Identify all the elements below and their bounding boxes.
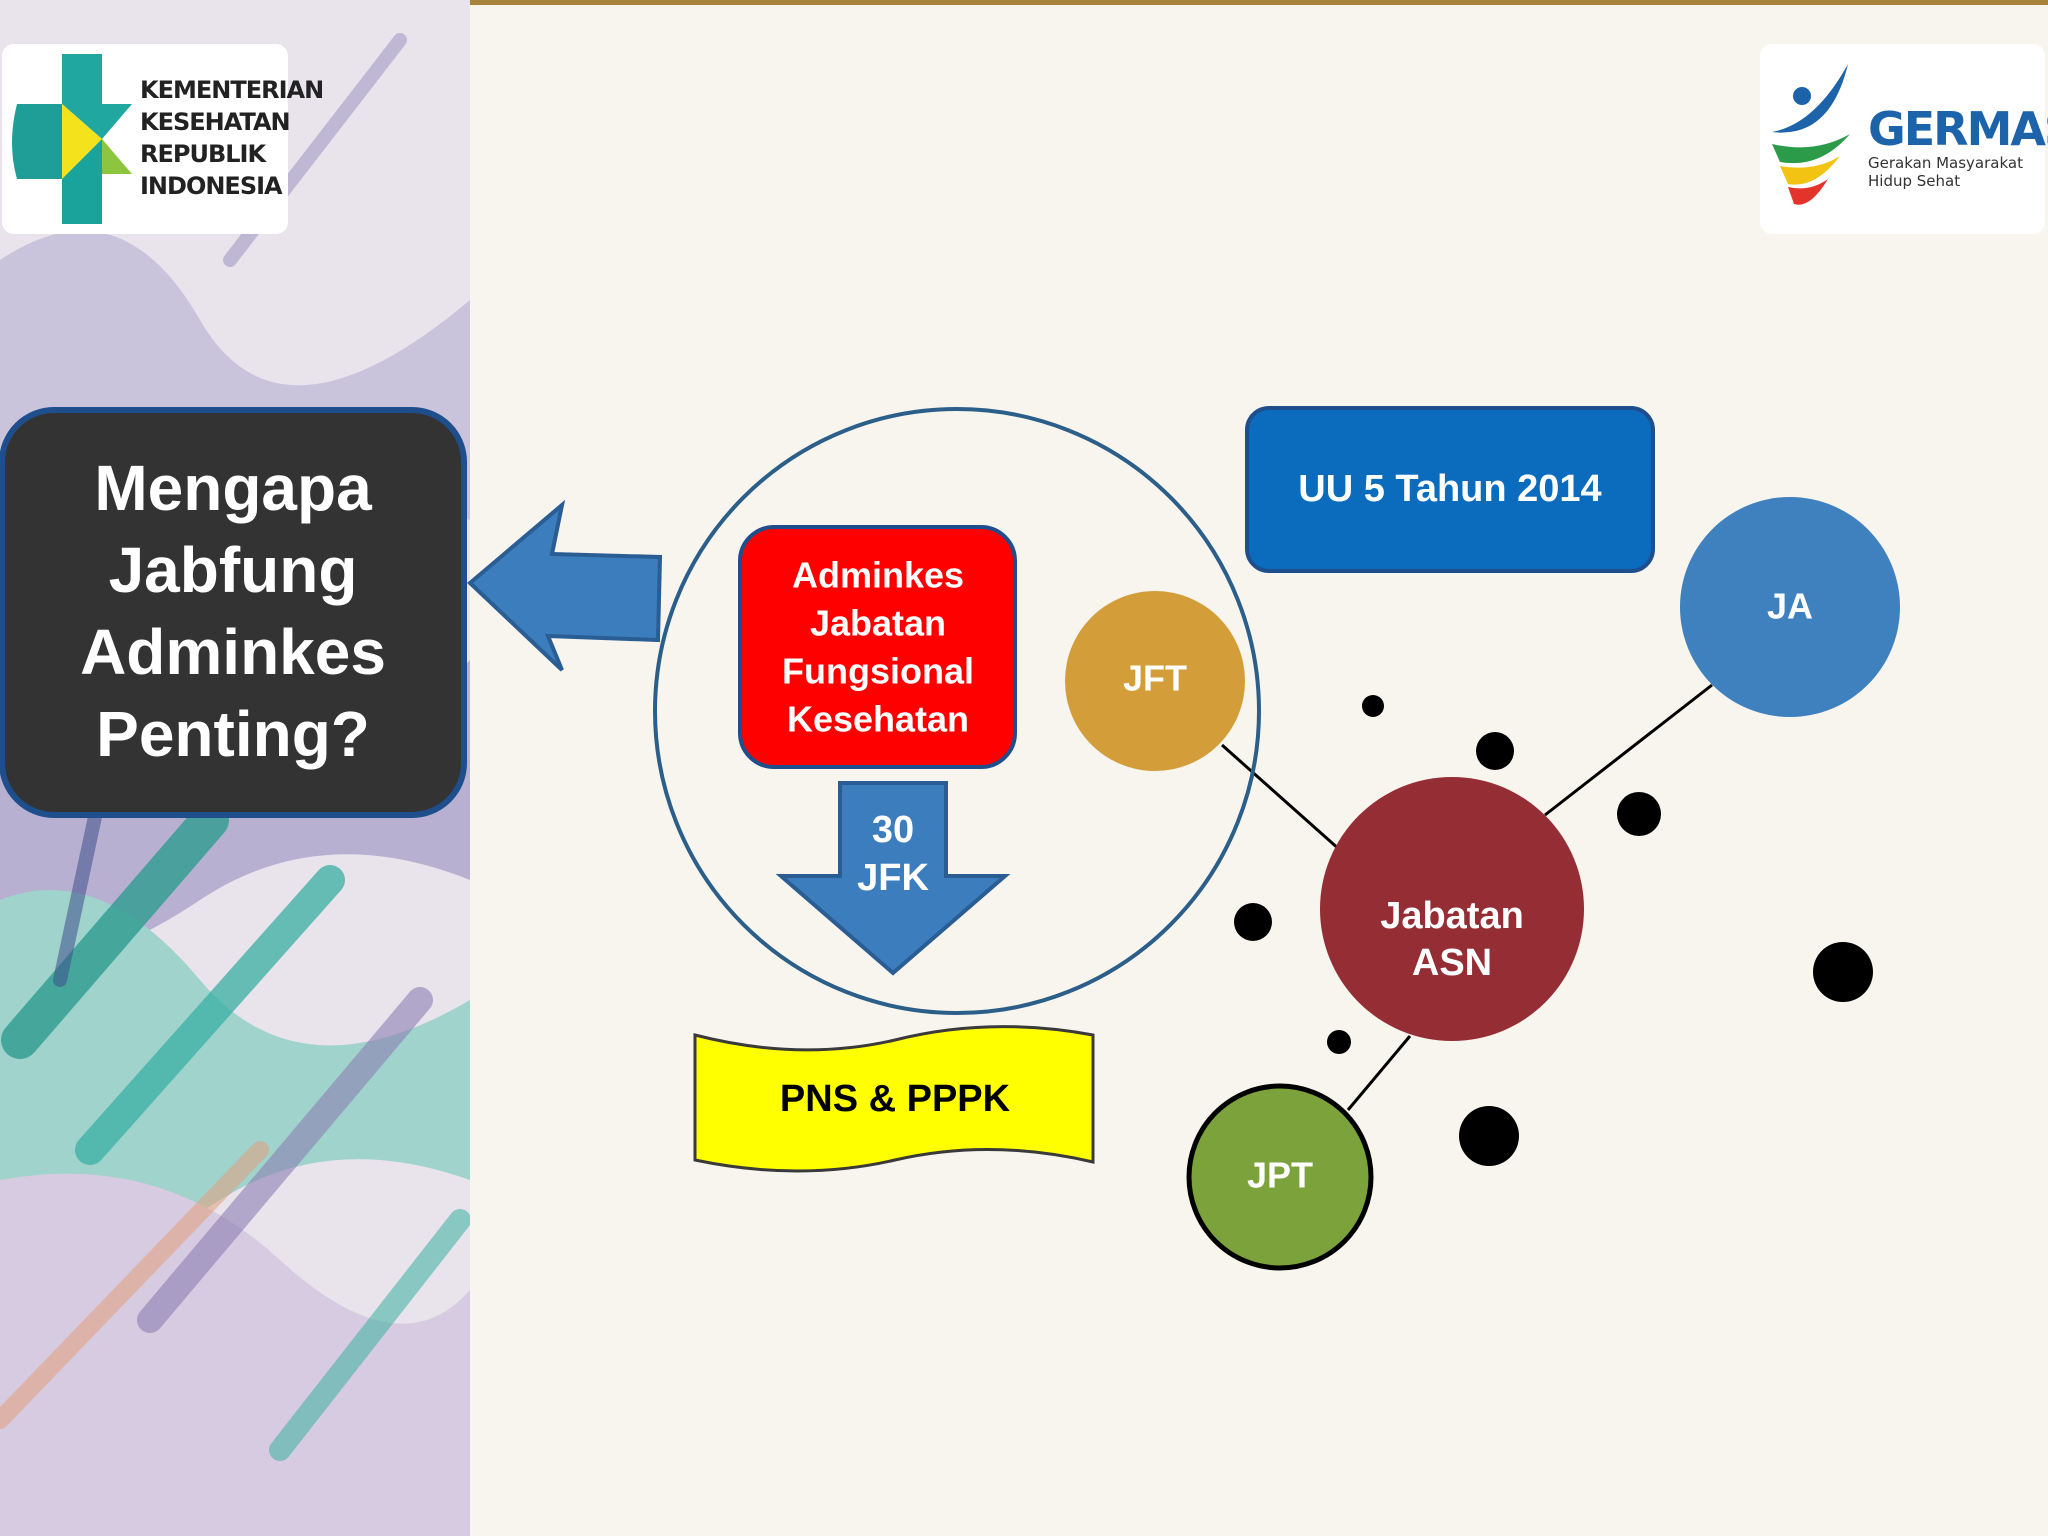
decorative-dot xyxy=(1234,903,1272,941)
decorative-dot xyxy=(1362,695,1384,717)
down-arrow xyxy=(775,781,1011,976)
germas-logo: GERMAS Gerakan Masyarakat Hidup Sehat xyxy=(1760,44,2048,234)
germas-figure-icon xyxy=(1772,64,1850,205)
left-arrow xyxy=(467,499,663,672)
decorative-dot xyxy=(1327,1030,1351,1054)
germas-subtitle-line-2: Hidup Sehat xyxy=(1868,172,1961,190)
kemenkes-logo: KEMENTERIAN KESEHATAN REPUBLIK INDONESIA xyxy=(2,44,324,234)
question-line-2: Jabfung xyxy=(109,534,358,606)
adminkes-line-1: Adminkes xyxy=(792,555,964,596)
connector-jpt-asn xyxy=(1346,1035,1412,1111)
adminkes-box xyxy=(738,525,1017,769)
ja-label: JA xyxy=(1767,586,1813,627)
germas-title: GERMAS xyxy=(1868,102,2048,156)
decorative-dot xyxy=(1617,792,1661,836)
jpt-node xyxy=(1186,1083,1374,1271)
jabatan-asn-node xyxy=(1320,777,1584,1041)
germas-subtitle-line-1: Gerakan Masyarakat xyxy=(1868,154,2023,172)
jpt-label: JPT xyxy=(1247,1155,1313,1196)
decorative-dot xyxy=(1476,732,1514,770)
pns-pppk-banner xyxy=(693,1025,1095,1173)
law-box xyxy=(1245,406,1655,573)
asn-label-line-1: Jabatan xyxy=(1380,895,1524,937)
law-box-text: UU 5 Tahun 2014 xyxy=(1298,468,1601,510)
adminkes-line-4: Kesehatan xyxy=(787,699,969,740)
top-border-line xyxy=(470,0,2048,5)
kemenkes-emblem-icon xyxy=(12,54,132,224)
question-line-1: Mengapa xyxy=(94,452,372,524)
decorative-dot xyxy=(1459,1106,1519,1166)
ja-node xyxy=(1680,497,1900,717)
down-arrow-line-2: JFK xyxy=(857,857,929,899)
connector-jft-asn xyxy=(1221,743,1341,852)
kemenkes-line-1: KEMENTERIAN xyxy=(140,76,324,104)
question-line-3: Adminkes xyxy=(80,616,386,688)
banner-text: PNS & PPPK xyxy=(780,1078,1011,1120)
down-arrow-line-1: 30 xyxy=(872,809,914,851)
asn-label-line-2: ASN xyxy=(1412,942,1492,984)
adminkes-line-2: Jabatan xyxy=(810,603,946,644)
decorative-dot xyxy=(1813,942,1873,1002)
kemenkes-line-2: KESEHATAN xyxy=(140,108,291,136)
question-line-4: Penting? xyxy=(96,698,370,770)
question-box xyxy=(0,407,467,818)
adminkes-line-3: Fungsional xyxy=(782,651,974,692)
kemenkes-line-3: REPUBLIK xyxy=(140,140,266,168)
jft-node xyxy=(1065,591,1245,771)
kemenkes-line-4: INDONESIA xyxy=(140,172,283,200)
connector-ja-asn xyxy=(1544,683,1713,817)
adminkes-ring xyxy=(653,407,1261,1015)
jft-label: JFT xyxy=(1123,658,1187,699)
